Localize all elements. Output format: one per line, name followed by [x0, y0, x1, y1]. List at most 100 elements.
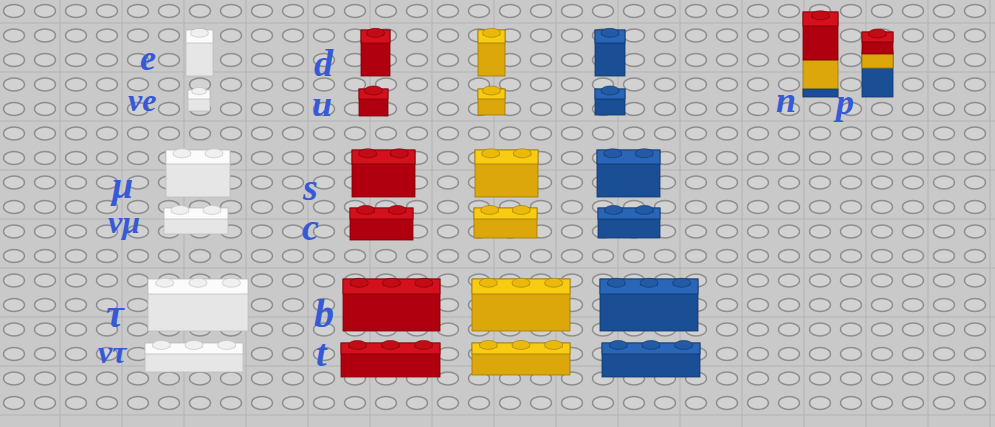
- particle-label: b: [314, 294, 334, 334]
- plate-stud: [4, 54, 25, 67]
- brick-stud: [512, 278, 530, 287]
- plate-stud: [314, 5, 335, 18]
- plate-stud: [66, 274, 87, 287]
- plate-stud: [562, 103, 583, 116]
- plate-stud: [717, 225, 738, 238]
- plate-stud: [593, 127, 614, 140]
- plate-stud: [872, 323, 893, 336]
- plate-stud: [35, 250, 56, 263]
- plate-stud: [221, 397, 242, 410]
- lego-brick: [474, 205, 537, 238]
- plate-stud: [934, 372, 955, 385]
- plate-stud: [872, 127, 893, 140]
- lego-brick: [478, 28, 505, 76]
- plate-stud: [903, 201, 924, 214]
- brick-stud: [171, 205, 189, 214]
- plate-stud: [779, 274, 800, 287]
- plate-stud: [500, 5, 521, 18]
- plate-stud: [35, 299, 56, 312]
- plate-stud: [562, 397, 583, 410]
- plate-stud: [717, 201, 738, 214]
- brick-front: [166, 150, 230, 197]
- plate-seam: [60, 0, 61, 427]
- lego-brick: [164, 205, 228, 234]
- brick-stud: [636, 205, 654, 214]
- plate-stud: [655, 54, 676, 67]
- plate-stud: [779, 29, 800, 42]
- plate-stud: [934, 78, 955, 91]
- plate-stud: [748, 348, 769, 361]
- lego-brick: [803, 60, 838, 96]
- brick-stud: [609, 340, 627, 349]
- plate-stud: [66, 299, 87, 312]
- plate-stud: [97, 274, 118, 287]
- plate-stud: [717, 274, 738, 287]
- plate-stud: [965, 348, 986, 361]
- plate-stud: [4, 127, 25, 140]
- plate-stud: [965, 397, 986, 410]
- lego-brick: [597, 149, 660, 197]
- brick-top: [148, 279, 248, 294]
- plate-stud: [810, 348, 831, 361]
- plate-stud: [562, 5, 583, 18]
- brick-front: [600, 279, 698, 331]
- plate-stud: [128, 250, 149, 263]
- plate-stud: [655, 103, 676, 116]
- plate-stud: [4, 250, 25, 263]
- brick-stud: [350, 278, 368, 287]
- particle-label: d: [314, 44, 333, 82]
- plate-stud: [934, 201, 955, 214]
- brick-front: [597, 150, 660, 197]
- brick-stud: [388, 205, 406, 214]
- plate-stud: [779, 323, 800, 336]
- plate-stud: [438, 323, 459, 336]
- plate-stud: [283, 372, 304, 385]
- plate-stud: [283, 250, 304, 263]
- plate-stud: [841, 54, 862, 67]
- plate-stud: [4, 176, 25, 189]
- plate-stud: [35, 176, 56, 189]
- lego-brick: [148, 278, 248, 331]
- plate-stud: [252, 29, 273, 42]
- plate-stud: [97, 54, 118, 67]
- brick-stud: [189, 278, 207, 287]
- plate-stud: [531, 397, 552, 410]
- plate-stud: [283, 176, 304, 189]
- brick-stud: [192, 87, 207, 94]
- plate-stud: [4, 372, 25, 385]
- plate-stud: [748, 29, 769, 42]
- plate-stud: [407, 78, 428, 91]
- plate-stud: [500, 127, 521, 140]
- plate-stud: [66, 103, 87, 116]
- plate-stud: [717, 323, 738, 336]
- particle-label: νe: [128, 84, 156, 116]
- plate-stud: [283, 152, 304, 165]
- plate-stud: [624, 5, 645, 18]
- plate-stud: [190, 397, 211, 410]
- plate-stud: [35, 103, 56, 116]
- plate-stud: [934, 54, 955, 67]
- plate-stud: [128, 152, 149, 165]
- lego-brick: [350, 205, 413, 240]
- plate-stud: [934, 103, 955, 116]
- brick-stud: [481, 205, 499, 214]
- plate-stud: [872, 201, 893, 214]
- brick-stud: [349, 340, 367, 349]
- plate-stud: [903, 103, 924, 116]
- plate-stud: [4, 323, 25, 336]
- brick-front: [472, 279, 570, 331]
- brick-stud: [156, 278, 174, 287]
- plate-stud: [66, 372, 87, 385]
- plate-stud: [4, 397, 25, 410]
- brick-stud: [191, 28, 209, 37]
- plate-stud: [965, 103, 986, 116]
- plate-stud: [934, 29, 955, 42]
- plate-stud: [779, 54, 800, 67]
- plate-stud: [221, 274, 242, 287]
- plate-stud: [686, 103, 707, 116]
- particle-label: s: [303, 168, 318, 206]
- plate-stud: [965, 372, 986, 385]
- plate-stud: [66, 78, 87, 91]
- brick-front: [803, 60, 838, 96]
- plate-stud: [159, 54, 180, 67]
